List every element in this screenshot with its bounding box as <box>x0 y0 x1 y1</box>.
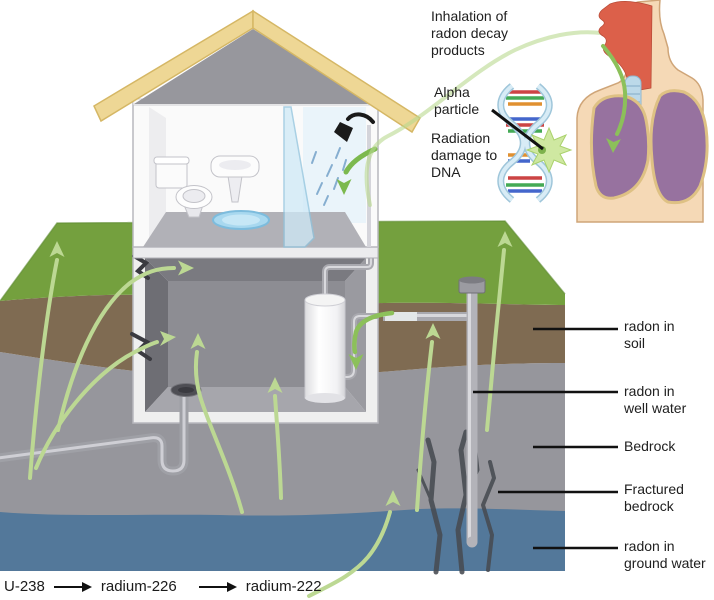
radon-arrow-well-pipe <box>352 310 395 355</box>
radon-arrow-well-column <box>415 340 434 512</box>
radon-arrow-left-surface <box>28 258 59 480</box>
dna-inset <box>491 83 573 203</box>
heater-bottom <box>305 393 345 403</box>
decay-chain-radium226: radium-226 <box>100 578 177 595</box>
alpha-particle-pointer-line <box>491 108 544 151</box>
label-inhalation: Inhalation of radon decay products <box>431 8 509 59</box>
label-radon-in-well-water: radon in well water <box>624 383 687 417</box>
heater-outlet-pipe-highlight <box>324 247 372 299</box>
heater-tank <box>304 299 346 399</box>
well-water-pipe-highlight <box>383 314 471 317</box>
roof-right <box>252 9 422 134</box>
well <box>383 276 486 548</box>
basement-ceiling <box>145 258 366 281</box>
radon-arrow-floor-drain <box>194 350 244 514</box>
inhalation-path-curve <box>364 30 603 207</box>
decay-chain: U-238 radium-226 radium-222 <box>4 578 322 595</box>
decay-chain-u238: U-238 <box>4 578 45 595</box>
well-pipe-end <box>466 536 478 548</box>
floor-slab <box>132 246 379 259</box>
radiation-starburst <box>525 126 573 174</box>
dna-strands <box>497 83 553 203</box>
sink <box>210 155 260 203</box>
inhaled-radon-arrow <box>601 44 628 136</box>
label-radiation-damage: Radiation damage to DNA <box>431 130 498 181</box>
callout-leader-lines <box>473 327 618 550</box>
basement-left-wall <box>145 258 168 412</box>
house <box>93 9 422 424</box>
radon-arrow-groundwater <box>307 510 392 598</box>
toilet <box>153 156 213 218</box>
well-cap-top <box>459 276 485 284</box>
label-radon-in-soil: radon in soil <box>624 318 675 352</box>
radon-arrow-wall-crack-lower <box>34 340 159 470</box>
right-lung <box>649 89 709 205</box>
attic-gable <box>134 29 372 104</box>
floor-drain-hole <box>178 387 194 393</box>
well-casing-highlight <box>468 290 471 542</box>
well-water-pipe-glint <box>385 312 417 321</box>
radon-arrow-wall-crack-upper <box>56 266 176 432</box>
inhaled-radon-arrowhead <box>606 138 621 153</box>
well-casing-pipe <box>466 290 478 542</box>
heater-top <box>304 293 346 307</box>
shower-glass <box>283 106 315 248</box>
radon-flow-arrows <box>28 231 513 598</box>
ground-water-layer <box>0 508 565 571</box>
decay-arrow-icon <box>53 581 92 592</box>
left-lung <box>589 94 651 200</box>
torso-inset <box>576 0 709 223</box>
shower-head <box>334 112 375 142</box>
label-bedrock: Bedrock <box>624 438 676 454</box>
throat-airway <box>598 1 653 93</box>
label-alpha-particle: Alpha particle <box>434 84 480 118</box>
sewer-pipe <box>0 394 189 476</box>
label-radon-in-ground-water: radon in ground water <box>624 538 706 572</box>
decay-arrow-icon <box>198 581 237 592</box>
shower-back-wall <box>303 107 366 223</box>
radon-arrow-slab <box>273 394 283 500</box>
radon-arrow-right-surface <box>485 248 506 432</box>
bathroom-drain-mat-inner <box>222 214 260 226</box>
label-fractured-bedrock: Fractured bedrock <box>624 481 684 515</box>
decay-chain-radium222: radium-222 <box>245 578 322 595</box>
